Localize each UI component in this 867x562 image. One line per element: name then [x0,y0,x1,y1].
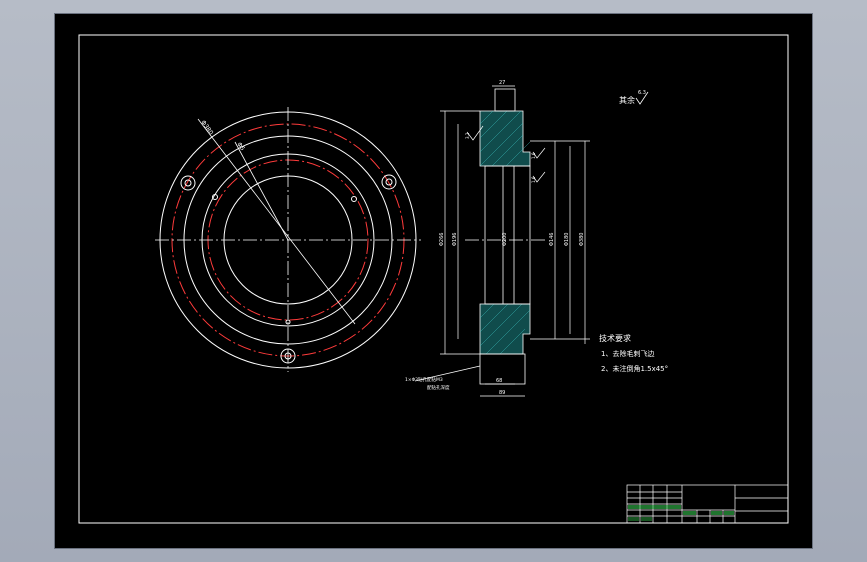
hub-bottom [479,353,526,385]
bolt-hole-right [381,174,397,190]
small-hole-2 [351,196,357,202]
front-dim-2: Φ5 [235,141,246,152]
dia-label-4: Φ146 [549,233,555,246]
dim-width-bottom-2: 89 [499,390,505,396]
surface-finish-value: 6.3 [638,90,646,96]
tech-req-item-1: 1、去除毛刺飞边 [601,349,654,358]
roughness-symbol-2: 1.6 [531,147,546,159]
note-callout-1: 1×Φ3钻孔配钻M3 [405,376,443,383]
surface-finish-note: 其余 6.3 [619,90,649,105]
front-dim-1: Φ380 [199,119,214,136]
roughness-symbol-3: 1.6 [531,171,546,183]
small-hole-1 [212,194,218,200]
svg-text:3.2: 3.2 [465,132,470,139]
drawing-canvas[interactable]: Φ380 Φ5 [55,14,812,548]
section-hatch-top [479,110,531,167]
front-view: Φ380 Φ5 [155,107,421,372]
note-callout-2: 配钻孔深度 [427,384,450,391]
surface-finish-label: 其余 [619,95,635,105]
dia-label-2: Φ196 [452,233,458,246]
diameter-leader-2 [234,141,289,241]
dim-width-top: 27 [499,80,505,86]
diameter-leader-1 [197,118,356,325]
tech-requirements: 技术要求 1、去除毛刺飞边 2、未注倒角1.5x45° [599,333,668,373]
hub-top [494,88,516,112]
svg-text:1.6: 1.6 [531,152,536,159]
section-hatch-bottom [479,303,531,355]
dia-label-3: Φ200 [502,233,508,246]
pin-hole [285,319,291,325]
svg-text:1.6: 1.6 [531,176,536,183]
tech-req-title: 技术要求 [599,333,631,343]
title-block-fill [628,505,734,521]
body-outline [484,165,531,305]
dia-label-5: Φ180 [564,233,570,246]
title-block [626,484,789,524]
dia-label-1: Φ266 [439,233,445,246]
dim-width-bottom-1: 68 [496,378,502,384]
roughness-symbol-1: 3.2 [465,125,484,141]
roughness-check-icon [635,91,649,105]
tech-req-item-2: 2、未注倒角1.5x45° [601,364,668,373]
dia-label-6: Φ380 [579,233,585,246]
drawing-border [78,34,789,524]
bolt-hole-left [180,175,196,191]
side-view: 27 68 89 Φ266 Φ196 Φ200 Φ146 Φ180 Φ380 3… [405,80,590,397]
bolt-hole-bottom [280,348,296,364]
cad-drawing-viewport[interactable]: Φ380 Φ5 [55,14,812,548]
